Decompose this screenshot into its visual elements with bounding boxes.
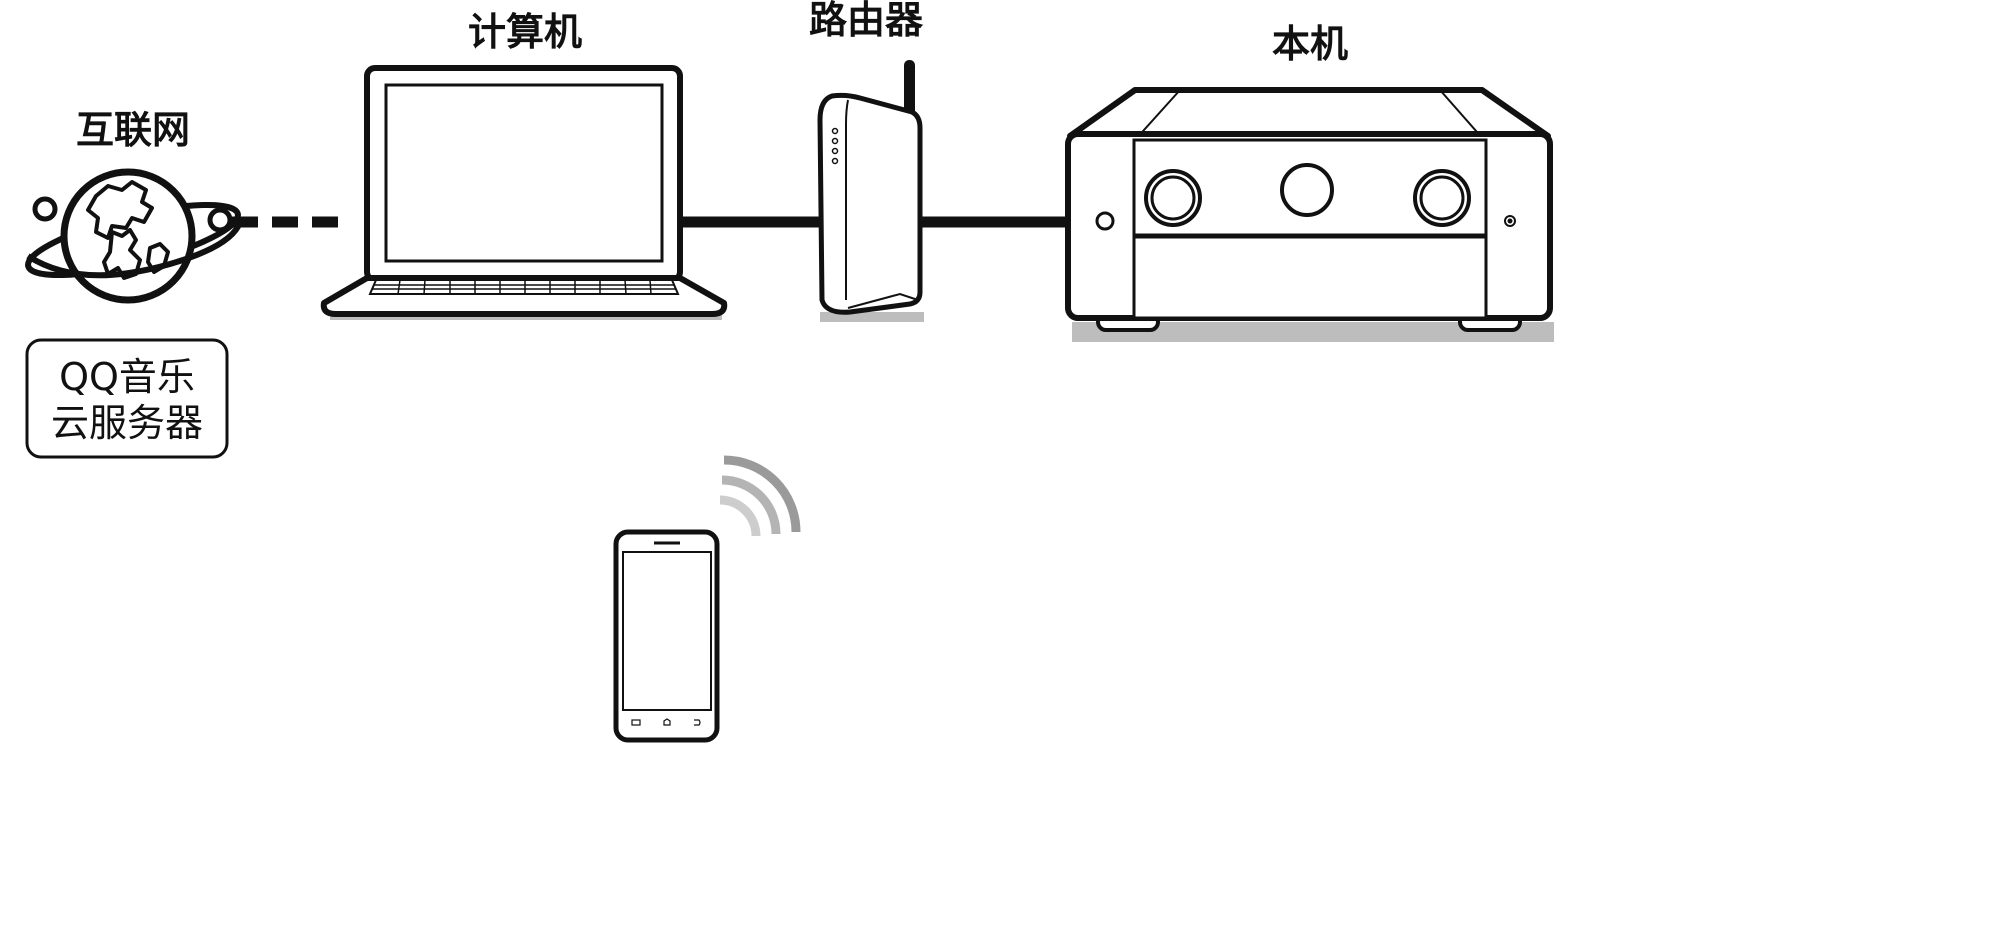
smartphone-icon: [613, 529, 720, 743]
av-receiver-icon: [1065, 87, 1554, 342]
router-icon: [817, 60, 924, 322]
server-box-line2: 云服务器: [51, 401, 203, 445]
wifi-signal-icon: [719, 455, 801, 537]
label-computer: 计算机: [468, 10, 582, 54]
network-connection-diagram: 互联网 计算机 路由器 本机 QQ音乐 云服务器: [25, 0, 1554, 743]
music-cloud-server-box: QQ音乐 云服务器: [25, 338, 229, 459]
label-unit: 本机: [1272, 22, 1348, 66]
server-box-line1: QQ音乐: [59, 355, 195, 399]
label-internet: 互联网: [76, 108, 190, 152]
label-router: 路由器: [809, 0, 924, 42]
laptop-icon: [320, 65, 728, 320]
globe-icon: [25, 168, 243, 304]
